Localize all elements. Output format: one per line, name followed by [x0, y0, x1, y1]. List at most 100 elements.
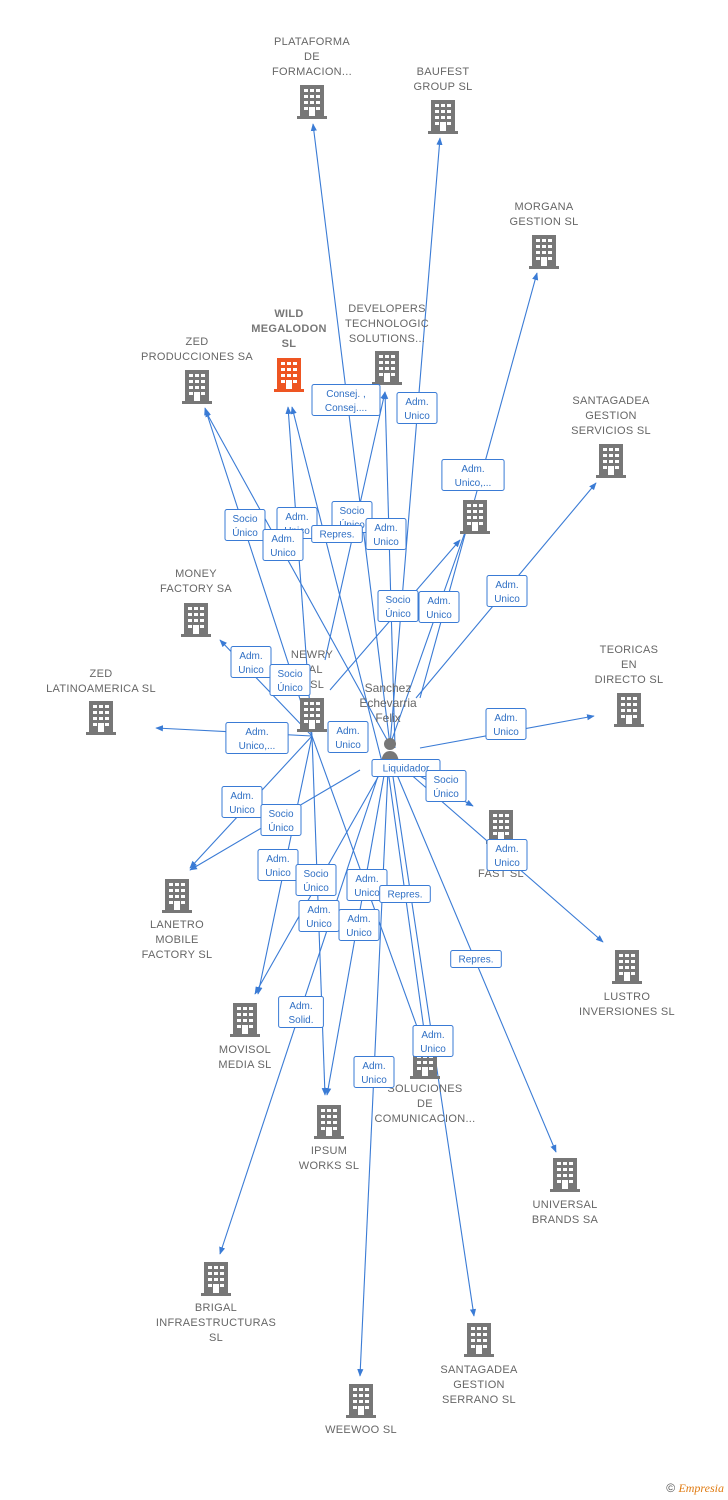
role-label-box — [486, 839, 528, 871]
role-label-text: Unico,... — [239, 741, 276, 752]
relationship-role-label[interactable]: Adm.Unico — [485, 708, 527, 740]
building-icon[interactable] — [274, 358, 304, 392]
role-label-text: Adm. — [336, 726, 359, 737]
company-name-label: WEEWOO SL — [325, 1424, 397, 1436]
building-icon[interactable] — [486, 810, 516, 844]
company-node-soluciones[interactable]: SOLUCIONESDECOMUNICACION... — [374, 1045, 475, 1125]
building-icon[interactable] — [372, 351, 402, 385]
role-label-text: Unico — [426, 610, 452, 621]
relationship-role-label[interactable]: Adm.Unico — [262, 529, 304, 561]
relationship-role-label[interactable]: Adm.Unico — [230, 646, 272, 678]
role-label-text: Adm. — [271, 534, 294, 545]
building-icon[interactable] — [346, 1384, 376, 1418]
company-name-label: DIRECTO SL — [595, 674, 664, 686]
relationship-role-label[interactable]: Adm.Unico,... — [225, 722, 289, 754]
company-name-label: LANETRO — [150, 919, 204, 931]
relationship-role-label[interactable]: Adm.Unico — [338, 909, 380, 941]
relationship-role-label[interactable]: Adm.Solid. — [278, 996, 324, 1028]
building-icon[interactable] — [314, 1105, 344, 1139]
building-icon[interactable] — [550, 1158, 580, 1192]
relationship-edge — [389, 517, 471, 746]
person-name-label: Felix — [375, 711, 400, 725]
building-icon[interactable] — [464, 1323, 494, 1357]
company-name-label: SOLUCIONES — [387, 1083, 462, 1095]
company-name-label: COMUNICACION... — [374, 1113, 475, 1125]
relationship-role-label[interactable]: Adm.Unico — [353, 1056, 395, 1088]
role-label-text: Adm. — [266, 854, 289, 865]
relationship-role-label[interactable]: Adm. Unico — [486, 575, 528, 607]
building-icon[interactable] — [86, 701, 116, 735]
relationship-role-label[interactable]: Liquidador — [371, 759, 441, 777]
relationship-role-label[interactable]: Repres. — [450, 950, 502, 968]
relationship-role-label[interactable]: Adm.Unico — [298, 900, 340, 932]
relationship-role-label[interactable]: Adm.Unico — [412, 1025, 454, 1057]
relationship-role-label[interactable]: Adm.Unico — [346, 869, 388, 901]
relationship-role-label[interactable]: Adm.Unico — [327, 721, 369, 753]
building-icon[interactable] — [201, 1262, 231, 1296]
role-label-box — [260, 804, 302, 836]
building-icon[interactable] — [297, 85, 327, 119]
company-node-plataforma[interactable]: PLATAFORMADEFORMACION... — [272, 36, 352, 119]
brand-logo[interactable]: Empresia — [678, 1481, 724, 1495]
role-label-text: Adm. — [355, 874, 378, 885]
relationship-role-label[interactable]: Adm.Unico — [221, 786, 263, 818]
role-label-text: Unico — [494, 594, 520, 605]
building-icon[interactable] — [181, 603, 211, 637]
building-icon[interactable] — [596, 444, 626, 478]
role-label-text: Unico — [361, 1075, 387, 1086]
company-node-developers[interactable]: DEVELOPERSTECHNOLOGICSOLUTIONS... — [345, 303, 429, 385]
role-label-box — [396, 392, 438, 424]
relationship-role-label[interactable]: Adm.Unico — [486, 839, 528, 871]
relationship-role-label[interactable]: Consej. ,Consej.... — [311, 384, 381, 416]
role-label-text: Adm. — [495, 580, 518, 591]
building-icon[interactable] — [614, 693, 644, 727]
relationship-role-label[interactable]: Adm.Unico — [365, 518, 407, 550]
relationship-role-label[interactable]: Repres. — [379, 885, 431, 903]
building-icon[interactable] — [297, 698, 327, 732]
role-label-text: Socio — [385, 595, 410, 606]
building-icon[interactable] — [230, 1003, 260, 1037]
building-icon[interactable] — [162, 879, 192, 913]
building-icon[interactable] — [428, 100, 458, 134]
relationship-edge — [382, 391, 396, 749]
relationship-role-label[interactable]: Adm.Unico,... — [441, 459, 505, 491]
company-name-label: IPSUM — [311, 1145, 347, 1157]
relationship-role-label[interactable]: Adm.Unico — [257, 849, 299, 881]
building-icon[interactable] — [460, 500, 490, 534]
building-icon[interactable] — [612, 950, 642, 984]
company-name-label: EN — [621, 659, 637, 671]
company-node-weewoo[interactable]: WEEWOO SL — [325, 1384, 397, 1436]
relationship-role-label[interactable]: Adm.Unico — [396, 392, 438, 424]
building-icon[interactable] — [182, 370, 212, 404]
company-name-label: BRANDS SA — [532, 1214, 599, 1226]
role-label-text: Socio — [303, 869, 328, 880]
building-icon[interactable] — [529, 235, 559, 269]
relationship-role-label[interactable]: Adm. Unico — [418, 591, 460, 623]
relationship-role-label[interactable]: Repres. — [311, 525, 363, 543]
role-label-text: Unico,... — [455, 478, 492, 489]
role-label-text: Adm. — [427, 596, 450, 607]
